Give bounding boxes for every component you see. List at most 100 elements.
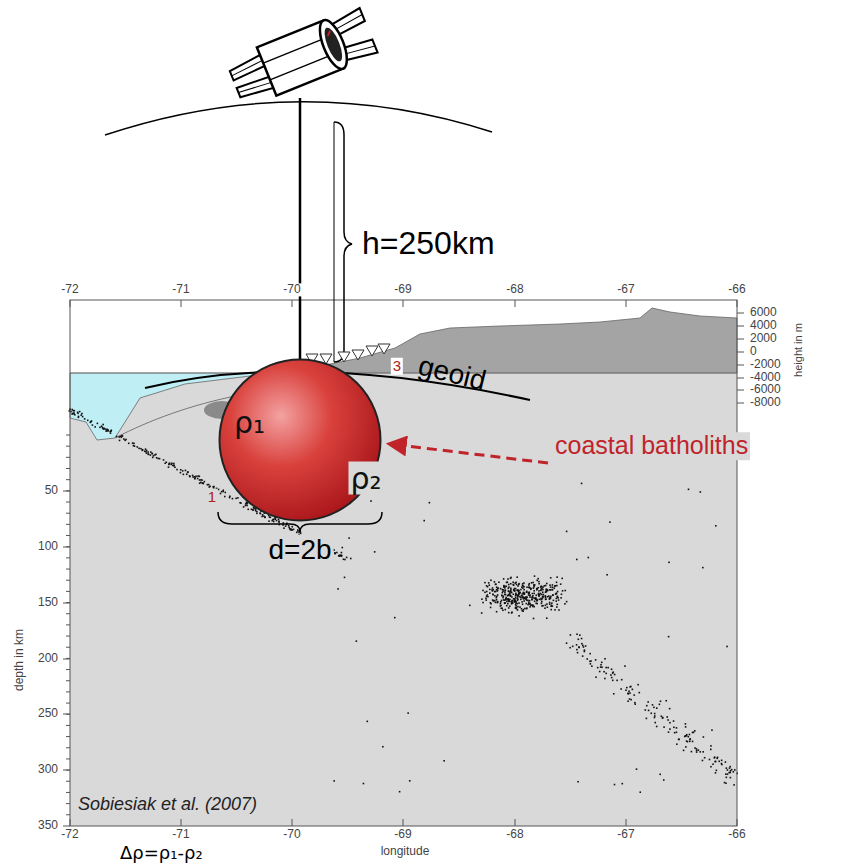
earthquake-dot xyxy=(531,604,533,606)
earthquake-dot xyxy=(350,558,352,560)
earthquake-dot xyxy=(485,599,487,601)
earthquake-dot xyxy=(220,493,222,495)
earthquake-dot xyxy=(522,596,524,598)
earthquake-dot xyxy=(517,598,519,600)
earthquake-dot xyxy=(103,428,105,430)
earthquake-dot xyxy=(583,646,585,648)
earthquake-dot xyxy=(564,603,566,605)
earthquake-dot xyxy=(504,590,506,592)
earthquake-dot xyxy=(509,601,511,603)
earthquake-dot xyxy=(566,601,568,603)
earthquake-dot xyxy=(245,505,247,507)
earthquake-dot xyxy=(156,457,158,459)
earthquake-dot xyxy=(488,582,490,584)
earthquake-dot xyxy=(513,584,515,586)
earthquake-dot xyxy=(503,578,505,580)
axis-tick-label: -70 xyxy=(281,828,302,841)
earthquake-dot xyxy=(237,497,239,499)
earthquake-dot xyxy=(508,594,510,596)
earthquake-dot xyxy=(503,599,505,601)
earthquake-dot xyxy=(656,726,658,728)
earthquake-dot xyxy=(256,513,258,515)
earthquake-dot xyxy=(725,782,727,784)
earthquake-dot xyxy=(423,520,425,522)
earthquake-dot xyxy=(601,662,603,664)
earthquake-dot xyxy=(518,592,520,594)
earthquake-dot xyxy=(532,582,534,584)
earthquake-dot xyxy=(147,451,149,453)
earthquake-dot xyxy=(528,586,530,588)
earthquake-dot xyxy=(187,471,189,473)
earthquake-dot xyxy=(173,463,175,465)
earthquake-dot xyxy=(497,601,499,603)
earthquake-dot xyxy=(526,591,528,593)
earthquake-dot xyxy=(502,597,504,599)
earthquake-dot xyxy=(505,594,507,596)
earthquake-dot xyxy=(501,600,503,602)
earthquake-dot xyxy=(509,599,511,601)
earthquake-dot xyxy=(334,552,336,554)
earthquake-dot xyxy=(734,769,736,771)
earthquake-dot xyxy=(520,589,522,591)
earthquake-dot xyxy=(500,588,502,590)
earthquake-dot xyxy=(523,586,525,588)
earthquake-dot xyxy=(552,594,554,596)
earthquake-dot xyxy=(576,633,578,635)
earthquake-dot xyxy=(192,476,194,478)
earthquake-dot xyxy=(525,599,527,601)
earthquake-dot xyxy=(541,603,543,605)
earthquake-dot xyxy=(73,412,75,414)
earthquake-dot xyxy=(644,709,646,711)
earthquake-dot xyxy=(510,583,512,585)
earthquake-dot xyxy=(534,584,536,586)
earthquake-dot xyxy=(662,717,664,719)
earthquake-dot xyxy=(252,509,254,511)
earthquake-dot xyxy=(549,603,551,605)
earthquake-dot xyxy=(533,598,535,600)
earthquake-dot xyxy=(532,604,534,606)
earthquake-dot xyxy=(261,516,263,518)
earthquake-dot xyxy=(245,503,247,505)
earthquake-dot xyxy=(121,435,123,437)
earthquake-dot xyxy=(724,782,726,784)
earthquake-dot xyxy=(576,559,578,561)
earthquake-dot xyxy=(489,589,491,591)
earthquake-dot xyxy=(578,646,580,648)
earthquake-dot xyxy=(728,772,730,774)
earthquake-dot xyxy=(556,593,558,595)
earthquake-dot xyxy=(346,557,348,559)
earthquake-dot xyxy=(523,609,525,611)
earthquake-dot xyxy=(374,551,376,553)
earthquake-dot xyxy=(654,717,656,719)
earthquake-dot xyxy=(524,593,526,595)
earthquake-dot xyxy=(102,428,104,430)
earthquake-dot xyxy=(356,640,358,642)
earthquake-dot xyxy=(562,590,564,592)
earthquake-dot xyxy=(494,602,496,604)
earthquake-dot xyxy=(518,602,520,604)
earthquake-dot xyxy=(291,529,293,531)
earthquake-dot xyxy=(382,746,384,748)
earthquake-dot xyxy=(339,555,341,557)
earthquake-dot xyxy=(610,674,612,676)
earthquake-dot xyxy=(687,741,689,743)
earthquake-dot xyxy=(199,475,201,477)
earthquake-dot xyxy=(523,592,525,594)
earthquake-dot xyxy=(540,590,542,592)
earthquake-dot xyxy=(712,763,714,765)
earthquake-dot xyxy=(560,583,562,585)
geoid-label: geoid xyxy=(413,350,491,397)
earthquake-dot xyxy=(344,559,346,561)
earthquake-dot xyxy=(529,595,531,597)
earthquake-dot xyxy=(702,567,704,569)
earthquake-dot xyxy=(668,562,670,564)
axis-tick-label: -68 xyxy=(504,828,525,841)
earthquake-dot xyxy=(507,581,509,583)
earthquake-dot xyxy=(515,607,517,609)
earthquake-dot xyxy=(105,430,107,432)
earthquake-dot xyxy=(147,453,149,455)
earthquake-dot xyxy=(729,766,731,768)
earthquake-dot xyxy=(497,601,499,603)
earthquake-dot xyxy=(505,589,507,591)
earthquake-dot xyxy=(733,784,735,786)
